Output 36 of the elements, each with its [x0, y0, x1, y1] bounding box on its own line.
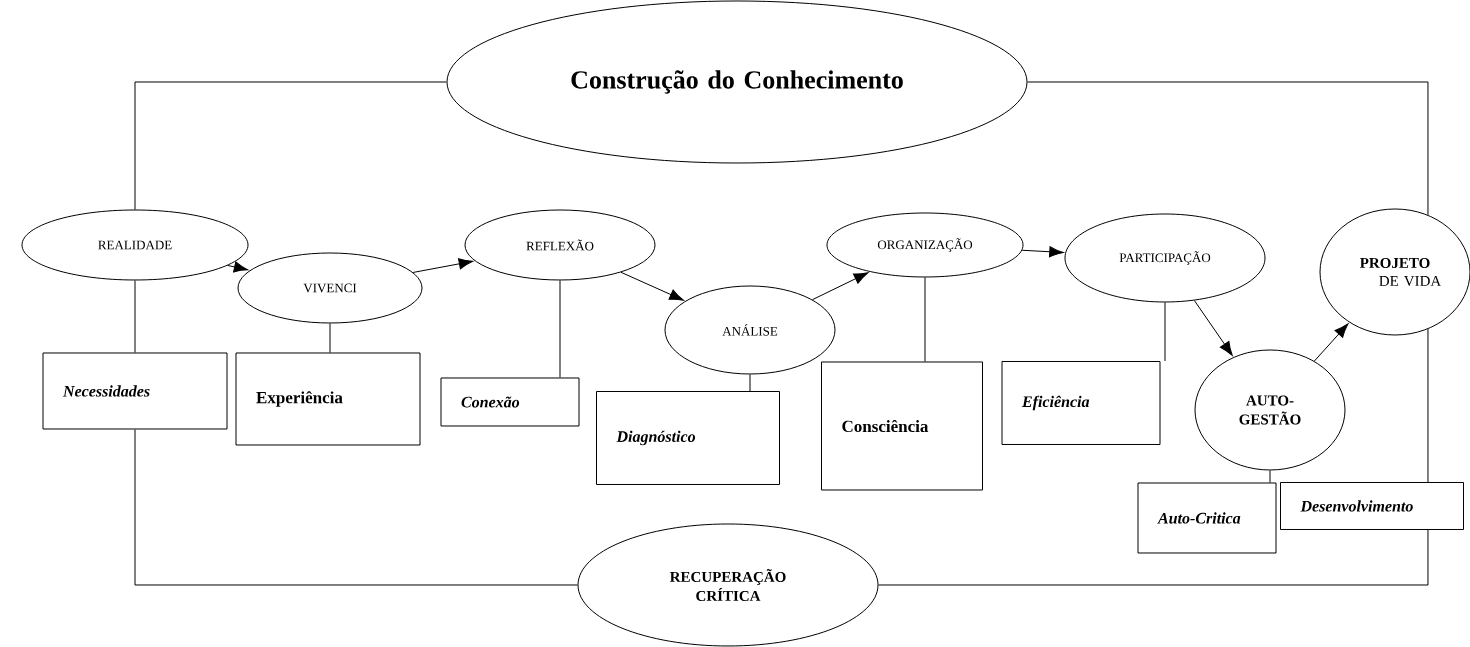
connector-line	[1427, 328, 1429, 483]
connector-line	[749, 374, 751, 392]
text-box: Eficiência	[1001, 361, 1161, 445]
ellipse-node: REALIDADE	[21, 209, 249, 281]
arrow	[412, 258, 474, 273]
connector-line	[924, 277, 926, 362]
ellipse-node: AUTO-GESTÃO	[1194, 349, 1346, 471]
arrow	[1313, 323, 1349, 362]
connector-line	[1164, 302, 1166, 362]
ellipse-node: PARTICIPAÇÃO	[1064, 213, 1266, 303]
text-box: Conexão	[440, 377, 580, 427]
connector-line	[134, 280, 136, 353]
connector-line	[1027, 81, 1429, 216]
connector-line	[559, 280, 561, 378]
arrow	[620, 271, 684, 301]
text-box: Diagnóstico	[596, 391, 780, 485]
text-box: Necessidades	[42, 352, 228, 430]
ellipse-node: RECUPERAÇÃO CRÍTICA	[577, 523, 879, 647]
connector-line	[134, 81, 447, 210]
connector-line	[329, 323, 331, 353]
ellipse-node: ORGANIZAÇÃO	[826, 212, 1024, 278]
arrow	[227, 261, 249, 273]
connector-line	[878, 529, 1429, 586]
text-box: Desenvolvimento	[1280, 482, 1464, 530]
text-box: Auto-Critica	[1137, 482, 1277, 554]
text-box: Experiência	[235, 352, 421, 446]
ellipse-node: ANÁLISE	[664, 285, 836, 375]
connector-line	[1269, 470, 1271, 483]
ellipse-node: REFLEXÃO	[464, 209, 656, 281]
ellipse-node: Construção do Conhecimento	[446, 0, 1028, 164]
connector-line	[134, 429, 578, 586]
ellipse-node: VIVENCI	[237, 252, 423, 324]
arrow	[1193, 300, 1233, 356]
arrow	[812, 272, 869, 301]
text-box: Consciência	[821, 361, 983, 491]
arrow	[1021, 246, 1064, 258]
